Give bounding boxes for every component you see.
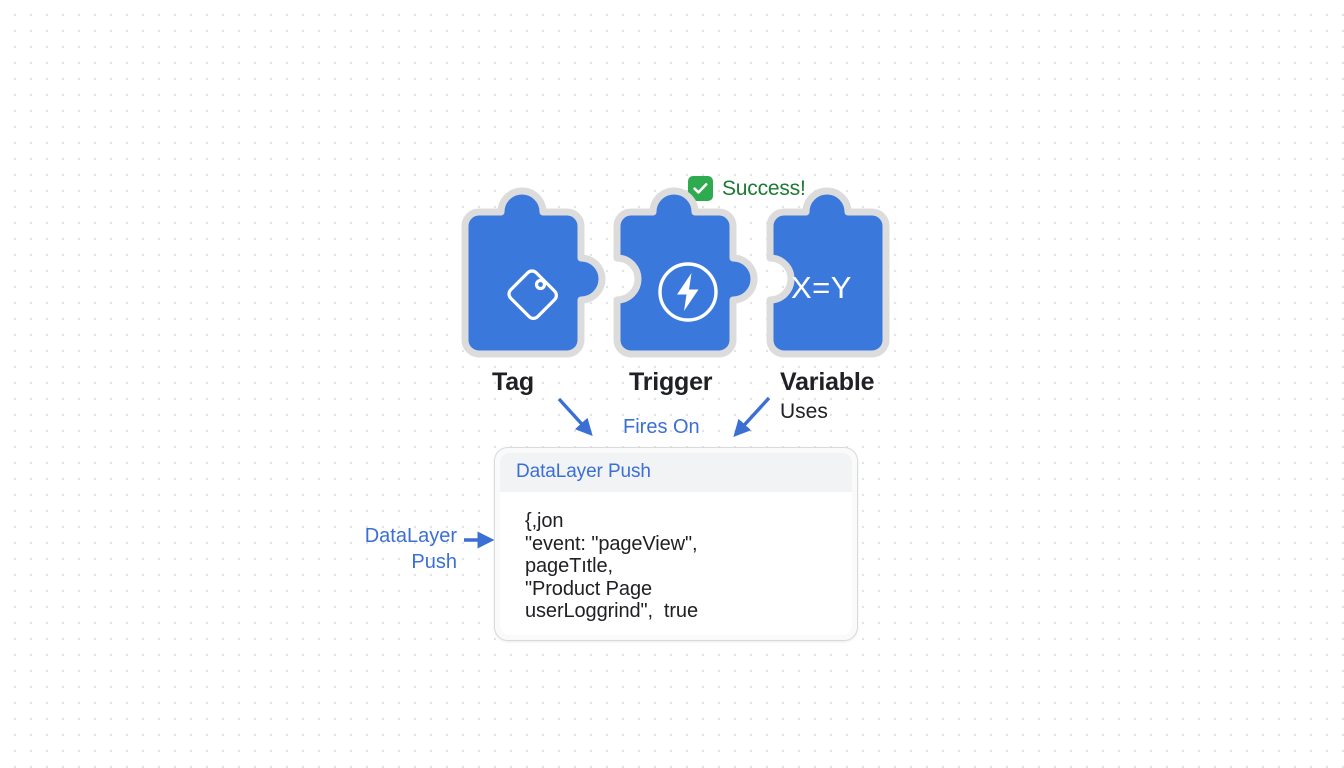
arrow-variable-to-panel (733, 396, 771, 438)
arrow-tag-to-panel (557, 397, 593, 437)
puzzle-piece-trigger (617, 191, 754, 354)
piece-label-variable: Variable (780, 368, 875, 396)
piece-label-tag: Tag (492, 368, 534, 396)
datalayer-push-panel-title: DataLayer Push (500, 453, 852, 492)
puzzle-piece-variable (770, 191, 886, 354)
piece-sublabel-uses: Uses (780, 400, 828, 423)
datalayer-push-panel: DataLayer Push {,jon "event: "pageView",… (494, 447, 858, 641)
status-badge-label: Success! (722, 176, 806, 200)
datalayer-push-code: {,jon "event: "pageView", pageTıtle, "Pr… (525, 510, 698, 623)
connector-label-datalayer-push: DataLayer Push (352, 523, 457, 575)
puzzle-piece-shapes (443, 196, 898, 368)
puzzle-piece-tag (465, 191, 602, 354)
connector-label-datalayer-push-line1: DataLayer Push (364, 525, 457, 573)
puzzle-piece-group: X=Y (443, 196, 898, 368)
connector-label-fires-on: Fires On (623, 416, 700, 438)
piece-label-trigger: Trigger (629, 368, 713, 396)
